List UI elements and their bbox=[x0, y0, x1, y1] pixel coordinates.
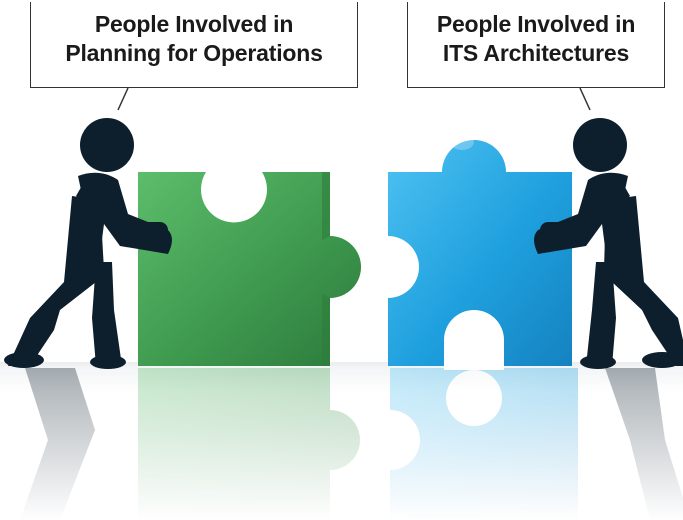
left-callout-line2: Planning for Operations bbox=[65, 40, 323, 66]
right-person-pushing-icon bbox=[534, 118, 683, 369]
left-callout-box: People Involved in Planning for Operatio… bbox=[30, 2, 358, 88]
reflection-group bbox=[0, 366, 683, 520]
green-puzzle-piece-icon bbox=[138, 172, 362, 366]
blue-puzzle-piece-icon bbox=[388, 134, 572, 370]
right-callout-box: People Involved in ITS Architectures bbox=[407, 2, 665, 88]
left-callout-pointer bbox=[117, 87, 129, 111]
left-callout-line1: People Involved in bbox=[94, 11, 294, 37]
right-callout-line1: People Involved in bbox=[436, 11, 636, 37]
left-person-pushing-icon bbox=[4, 118, 172, 369]
right-callout-line2: ITS Architectures bbox=[442, 40, 630, 66]
right-callout-pointer bbox=[579, 87, 591, 111]
